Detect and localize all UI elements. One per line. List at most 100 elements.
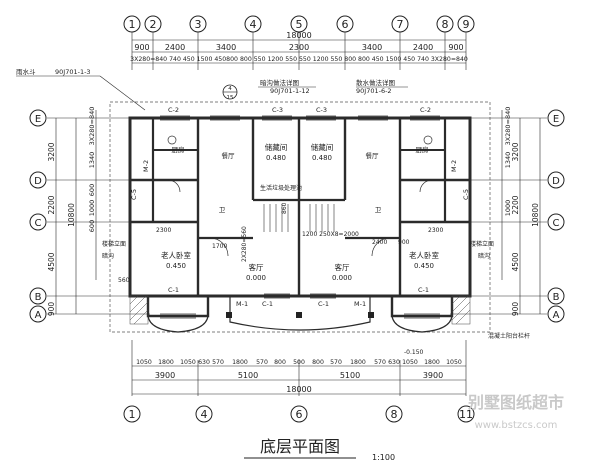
room-elder-left-elev: 0.450	[166, 262, 186, 270]
overall-width-bottom: 18000	[286, 385, 311, 394]
svg-text:E: E	[553, 114, 559, 125]
section-marker: 4 15	[222, 84, 238, 101]
svg-text:4: 4	[250, 18, 257, 31]
svg-text:11: 11	[459, 408, 473, 421]
axis-bubble-B-left: B	[29, 287, 47, 305]
svg-text:8: 8	[391, 408, 398, 421]
svg-text:1800: 1800	[424, 359, 440, 366]
bottom-detail-labels: 1050 1800 1050 630 570 1800 570 800 500 …	[136, 359, 462, 366]
svg-text:C-1: C-1	[318, 300, 329, 308]
note-stair-left: 楼梯立面	[102, 240, 126, 248]
note-drain-left: 暗沟	[102, 252, 114, 260]
room-wc-left: 卫	[219, 206, 226, 214]
axis-bubble-A-right: A	[547, 305, 565, 323]
room-kitchen-right: 厨房	[416, 145, 429, 154]
svg-text:9: 9	[463, 18, 470, 31]
svg-text:1800: 1800	[232, 359, 248, 366]
axis-bubble-D-right: D	[547, 171, 565, 189]
note-drain-right: 暗沟	[478, 252, 490, 260]
svg-text:630: 630	[388, 359, 400, 366]
svg-text:800: 800	[312, 359, 324, 366]
svg-text:B: B	[35, 292, 42, 303]
svg-text:10800: 10800	[67, 203, 76, 227]
top-span-3: 3400	[216, 43, 236, 52]
svg-text:570: 570	[256, 359, 268, 366]
svg-text:M-2: M-2	[450, 160, 458, 172]
note-std-1: 90J701-1-3	[55, 68, 91, 76]
svg-text:900: 900	[511, 302, 520, 317]
room-storage-left: 储藏间	[265, 142, 288, 152]
top-span-6: 2400	[413, 43, 433, 52]
svg-text:M-2: M-2	[142, 160, 150, 172]
svg-text:C-2: C-2	[420, 106, 431, 114]
svg-text:1000: 1000	[88, 200, 96, 217]
axis-bubble-6: 6	[336, 15, 354, 33]
room-dining-left: 餐厅	[222, 151, 236, 160]
note-stairs-dim: 2X280=560	[241, 226, 248, 262]
note-stair-right: 楼梯立面	[470, 240, 494, 248]
svg-text:3200: 3200	[47, 142, 56, 161]
axis-bubble-7: 7	[391, 15, 409, 33]
svg-text:8: 8	[442, 18, 449, 31]
svg-text:C-5: C-5	[462, 189, 470, 200]
axis-bubble-C-right: C	[547, 213, 565, 231]
right-dim-labels: 3200 2200 4500 900 10800 3X280=840 1340 …	[504, 107, 540, 317]
note-1700: 1700	[212, 243, 227, 250]
left-dim-lines	[47, 110, 150, 315]
note-std-3: 90J701-6-2	[356, 87, 392, 95]
svg-text:2200: 2200	[511, 195, 520, 214]
room-storage-right-elev: 0.480	[312, 154, 332, 162]
title-scale: 1:100	[372, 453, 395, 462]
svg-text:1: 1	[129, 408, 136, 421]
room-storage-right: 储藏间	[311, 142, 334, 152]
note-std-2: 90J701-1-12	[270, 87, 310, 95]
svg-text:M-1: M-1	[236, 300, 248, 308]
svg-text:C-3: C-3	[316, 106, 327, 114]
axis-bubble-bottom-4: 4	[195, 405, 213, 423]
svg-text:D: D	[34, 176, 42, 187]
svg-text:C-1: C-1	[418, 286, 429, 294]
note-2300-left: 2300	[156, 227, 171, 234]
svg-text:15: 15	[227, 95, 234, 101]
room-elder-right: 老人卧室	[409, 250, 439, 260]
svg-text:M-1: M-1	[354, 300, 366, 308]
svg-text:1050: 1050	[180, 359, 196, 366]
svg-text:C-2: C-2	[168, 106, 179, 114]
svg-text:3: 3	[195, 18, 202, 31]
axis-bubble-8: 8	[436, 15, 454, 33]
svg-text:3900: 3900	[423, 371, 443, 380]
watermark: 别墅图纸超市 www.bstzcs.com	[467, 393, 564, 431]
svg-text:570: 570	[330, 359, 342, 366]
room-storage-left-elev: 0.480	[266, 154, 286, 162]
drawing-title: 底层平面图 1:100	[244, 437, 395, 462]
room-kitchen-left: 厨房	[172, 145, 185, 154]
note-860: 860	[281, 202, 288, 214]
svg-text:570: 570	[374, 359, 386, 366]
svg-text:2200: 2200	[47, 195, 56, 214]
bottom-span-labels: 3900 5100 5100 3900	[155, 371, 443, 380]
room-living-right-elev: 0.000	[332, 274, 352, 282]
svg-text:900: 900	[47, 302, 56, 317]
svg-text:3900: 3900	[155, 371, 175, 380]
svg-text:C: C	[35, 218, 42, 229]
svg-text:800: 800	[274, 359, 286, 366]
room-living-right: 客厅	[335, 262, 350, 272]
svg-text:5100: 5100	[238, 371, 258, 380]
watermark-name: 别墅图纸超市	[467, 393, 564, 412]
svg-text:600: 600	[88, 184, 96, 196]
terrace-hatch	[129, 295, 471, 325]
svg-text:1340: 1340	[88, 152, 96, 169]
svg-text:C: C	[553, 218, 560, 229]
plan-notes: 生活垃圾处理池 楼梯立面 楼梯立面 2X280=560 1700 860 120…	[102, 184, 530, 356]
bottom-dimension-lines	[131, 340, 467, 396]
axis-bubble-3: 3	[189, 15, 207, 33]
left-dim-labels: 900 4500 2200 3200 10800 600 1000 600 13…	[47, 107, 96, 317]
axis-bubble-4: 4	[244, 15, 262, 33]
room-wc-right: 卫	[375, 206, 382, 214]
svg-text:3X280=840: 3X280=840	[88, 107, 96, 146]
title-text: 底层平面图	[260, 437, 340, 456]
note-garbage: 生活垃圾处理池	[260, 184, 302, 192]
note-stair-run: 1200 250X8=2000	[302, 231, 359, 238]
axis-bubble-D-left: D	[29, 171, 47, 189]
